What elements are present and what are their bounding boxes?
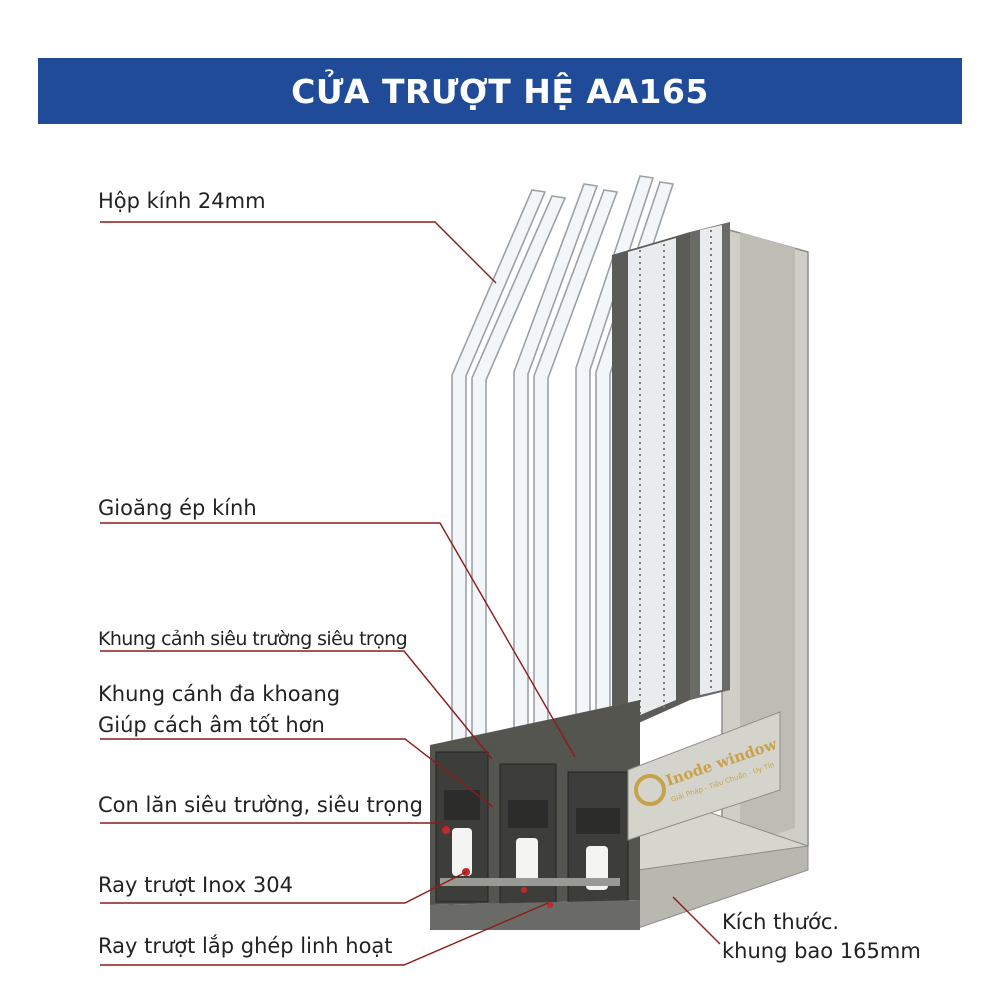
leader-glazing-gasket <box>100 522 576 758</box>
leader-glass-unit <box>100 221 497 284</box>
brand-badge: Inode window Giải Pháp - Tiêu Chuẩn - Uy… <box>627 711 781 841</box>
leader-dimension <box>672 896 721 945</box>
brand-logo-icon <box>634 774 666 806</box>
label-dimension-line2: khung bao 165mm <box>722 939 921 963</box>
label-modular-rail: Ray trượt lắp ghép linh hoạt <box>98 934 393 958</box>
page-title: CỬA TRƯỢT HỆ AA165 <box>291 71 709 111</box>
label-dimension-line1: Kích thước. <box>722 910 840 934</box>
leader-modular-rail <box>100 902 549 966</box>
label-inox-rail: Ray trượt Inox 304 <box>98 873 293 897</box>
title-banner: CỬA TRƯỢT HỆ AA165 <box>38 58 962 124</box>
label-roller: Con lăn siêu trường, siêu trọng <box>98 793 423 817</box>
leader-lines <box>100 221 721 966</box>
label-dimension: Kích thước. khung bao 165mm <box>722 910 921 964</box>
label-multi-chamber: Khung cánh đa khoang Giúp cách âm tốt hơ… <box>98 682 340 738</box>
label-heavy-sash: Khung cảnh siêu trường siêu trọng <box>98 628 408 650</box>
outer-frame <box>637 227 809 929</box>
sash-profiles <box>430 700 640 930</box>
leader-inox-rail <box>100 871 467 904</box>
leader-roller <box>100 822 445 829</box>
leader-multi-chamber <box>100 738 494 808</box>
label-glazing-gasket: Gioăng ép kính <box>98 496 257 520</box>
label-glass-unit: Hộp kính 24mm <box>98 189 266 213</box>
inner-glass-panels <box>612 222 730 735</box>
leader-heavy-sash <box>100 650 493 760</box>
label-multi-chamber-line2: Giúp cách âm tốt hơn <box>98 713 325 737</box>
label-multi-chamber-line1: Khung cánh đa khoang <box>98 682 341 706</box>
